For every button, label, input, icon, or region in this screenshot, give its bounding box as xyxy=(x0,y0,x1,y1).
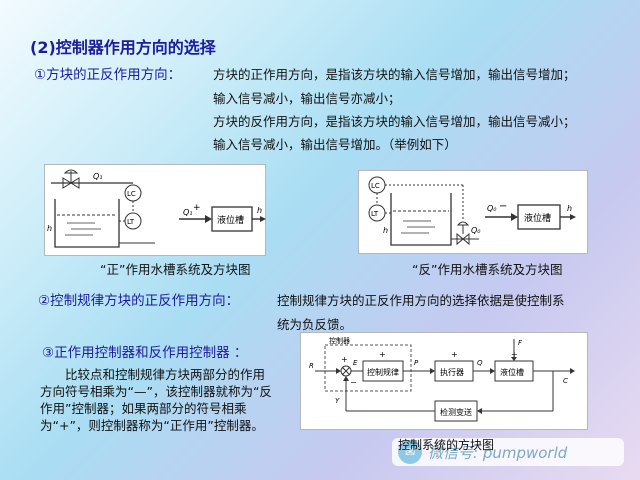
left-tank-block xyxy=(211,206,253,232)
control-diagram-panel: 控制器 R + − E 控制规律 + P 执行器 + Q 液位槽 + F C xyxy=(300,332,588,430)
signal-e: E xyxy=(353,359,358,367)
figure-right-caption: “反”作用水槽系统及方块图 xyxy=(412,262,563,277)
signal-q: Q xyxy=(477,359,483,367)
figure-left-svg: Q₁ h LC LT Q₁ + 液位槽 h xyxy=(47,169,266,248)
law-plus: + xyxy=(379,350,386,359)
actuator-plus: + xyxy=(451,350,458,359)
tank-label: 液位槽 xyxy=(500,367,524,377)
section1-line-1: 方块的正作用方向，是指该方块的输入信号增加，输出信号增加； xyxy=(213,67,576,82)
slide-title: (2)控制器作用方向的选择 xyxy=(30,38,216,57)
watermark: ✉ 微信号: pumpworld xyxy=(392,438,624,466)
right-block-label: 液位槽 xyxy=(524,212,551,224)
signal-p: P xyxy=(414,359,419,367)
signal-c: C xyxy=(563,377,568,385)
section3-label: ③正作用控制器和反作用控制器 ： xyxy=(42,345,248,361)
control-diagram-svg: 控制器 R + − E 控制规律 + P 执行器 + Q 液位槽 + F C xyxy=(309,336,575,422)
section2-line-2: 统为负反馈。 xyxy=(277,317,353,332)
wechat-icon: ✉ xyxy=(398,440,422,464)
diagram-caption: 控制系统的方块图 xyxy=(398,438,495,452)
signal-f: F xyxy=(518,339,523,347)
signal-y: Y xyxy=(335,397,340,405)
right-tank-block xyxy=(517,204,561,230)
right-h-var: h xyxy=(383,226,388,235)
sensor-label: 检测变送 xyxy=(440,407,472,417)
section1-line-4: 输入信号减小，输出信号增加。（举例如下） xyxy=(213,137,457,152)
left-out-label: h xyxy=(257,206,262,215)
section1-line-2: 输入信号减小，输出信号亦减小； xyxy=(213,91,401,106)
right-out-label: h xyxy=(567,204,572,213)
left-plus-sign: + xyxy=(193,203,201,213)
controller-label: 控制器 xyxy=(329,336,350,345)
watermark-text: 微信号: pumpworld xyxy=(428,443,568,462)
figure-left-caption: “正”作用水槽系统及方块图 xyxy=(100,262,251,277)
section3-paragraph: 比较点和控制规律方块两部分的作用方向符号相乘为“—”，该控制器就称为“反作用”控… xyxy=(40,367,272,433)
section2-line-1: 控制规律方块的正反作用方向的选择依据是使控制系 xyxy=(277,293,565,308)
right-lt-text: LT xyxy=(371,210,379,218)
controller-dashed-box xyxy=(324,344,412,392)
signal-r: R xyxy=(309,362,314,370)
actuator-label: 执行器 xyxy=(440,367,464,377)
left-lt-text: LT xyxy=(127,218,135,226)
figure-right-panel: LC LT h Q₀ Q₀ − 液位槽 h xyxy=(358,170,588,254)
left-h-var: h xyxy=(47,224,52,233)
left-block-label: 液位槽 xyxy=(217,214,244,226)
law-label: 控制规律 xyxy=(367,367,399,377)
comparator-minus: − xyxy=(350,378,357,387)
figure-right-svg: LC LT h Q₀ Q₀ − 液位槽 h xyxy=(368,176,576,246)
left-in-label: Q₁ xyxy=(183,208,193,217)
left-q-label: Q₁ xyxy=(93,172,103,181)
left-lc-text: LC xyxy=(127,190,136,198)
section1-label: ①方块的正反作用方向： xyxy=(34,67,182,83)
right-minus-sign: − xyxy=(499,201,507,212)
comparator-plus: + xyxy=(341,355,348,364)
right-q-label: Q₀ xyxy=(471,226,481,235)
figure-left-panel: Q₁ h LC LT Q₁ + 液位槽 h xyxy=(44,164,266,256)
right-lc-text: LC xyxy=(371,182,380,190)
section2-label: ②控制规律方块的正反作用方向： xyxy=(38,293,240,309)
right-in-label: Q₀ xyxy=(487,204,497,213)
section1-line-3: 方块的反作用方向，是指该方块的输入信号增加，输出信号减小； xyxy=(213,114,576,129)
